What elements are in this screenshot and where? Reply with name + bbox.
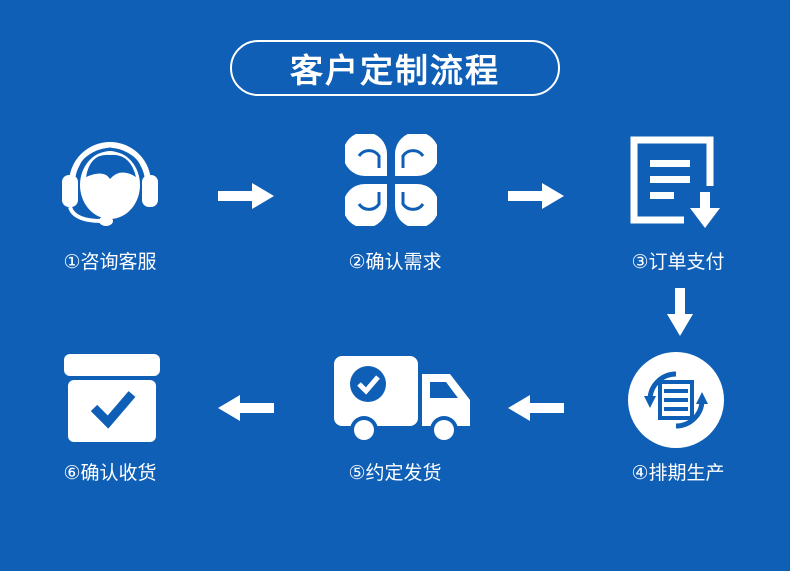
page-title: 客户定制流程 <box>290 51 500 90</box>
document-download-icon <box>630 136 720 228</box>
arrow-right-icon <box>508 183 564 209</box>
customer-service-headset-icon <box>62 142 158 226</box>
step-2-label: ②确认需求 <box>348 251 442 273</box>
delivery-truck-check-icon <box>334 356 470 444</box>
arrow-down-icon <box>667 288 693 336</box>
checked-box-icon <box>64 354 160 442</box>
title-pill: 客户定制流程 <box>230 40 560 96</box>
step-6-label: ⑥确认收货 <box>63 462 157 484</box>
four-petal-clover-icon <box>345 134 437 226</box>
step-5-label: ⑤约定发货 <box>348 462 442 484</box>
step-4-label: ④排期生产 <box>631 462 725 484</box>
arrow-right-icon <box>218 183 274 209</box>
circular-list-cycle-icon <box>628 352 724 448</box>
arrow-left-icon <box>508 395 564 421</box>
step-1-label: ①咨询客服 <box>63 251 157 273</box>
step-3-label: ③订单支付 <box>631 251 725 273</box>
arrow-left-icon <box>218 395 274 421</box>
